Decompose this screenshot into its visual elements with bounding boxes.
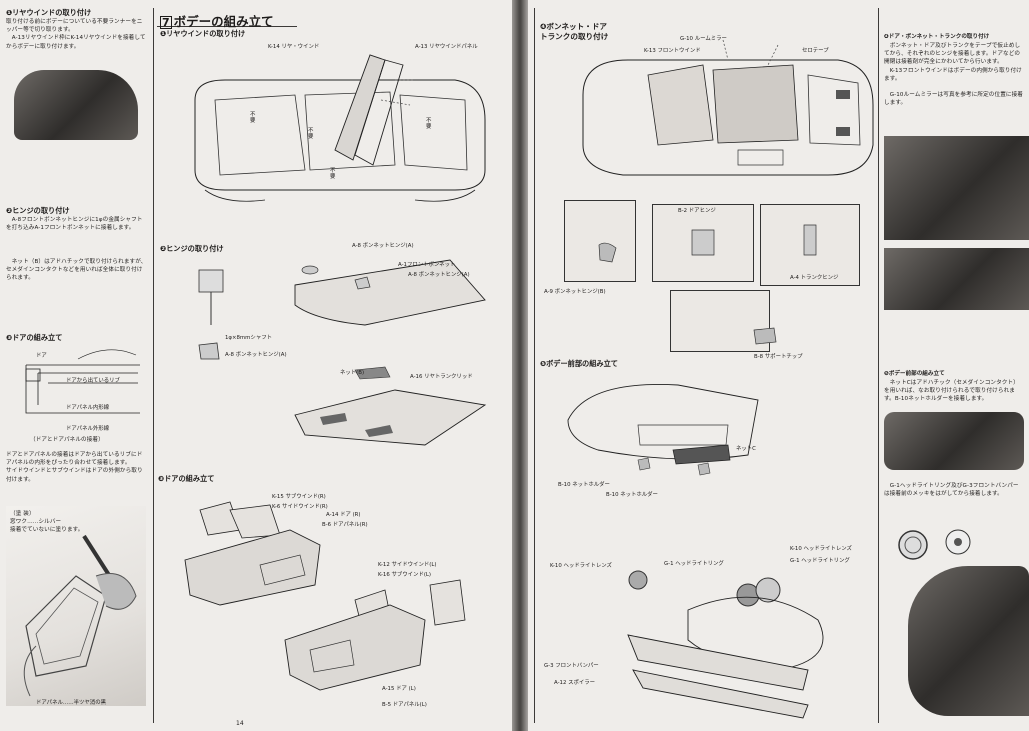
label-b10-1: B-10 ネットホルダー [558, 482, 610, 488]
label-unneeded-2: 不 要 [308, 128, 314, 140]
sidebar-step2-note: ネット（B）はアドハチックで取り付けられますが、セメダインコンタクトなどを用いれ… [6, 259, 147, 282]
chapter-underline [157, 26, 297, 27]
painting-illustration [23, 534, 137, 697]
label-a8-hinge-a-1: A-8 ボンネットヒンジ(A) [352, 243, 414, 249]
sidebar-step1-text: 取り付ける前にボデーについている不要ランナーをニッパー等で切り取ります。 A-1… [6, 19, 146, 50]
right-page: ❹ボンネット・ドア トランクの取り付け G-10 ルームミラー K-13 フロン… [528, 0, 1029, 731]
label-net-b: ネット(B) [340, 370, 365, 376]
door-diagram [184, 501, 466, 691]
label-k12: K-12 サイドウインド(L) [378, 562, 437, 568]
sidebar-step5-text: ネットCはアドハチック（セメダインコンタクト）を用いれば、なお取り付けられるで取… [884, 380, 1019, 403]
step5-heading: ❺ボデー前部の組み立て [540, 359, 618, 368]
label-k10-1: K-10 ヘッドライトレンズ [550, 563, 612, 569]
sidebar-step1-heading: ❶リヤウインドの取り付け [6, 8, 92, 17]
label-unneeded-1: 不 要 [250, 112, 256, 124]
label-inner-outline: ドアパネル内形線 [66, 405, 110, 411]
chapter-number: 7 [160, 16, 172, 29]
label-g10: G-10 ルームミラー [680, 36, 727, 42]
label-k15: K-15 サブウインド(R) [272, 494, 326, 500]
step3-heading: ❸ドアの組み立て [158, 474, 215, 483]
sidebar-step2-text: A-8フロントボンネットヒンジに1φの金属シャフトを打ち込みA-1フロントボンネ… [6, 217, 143, 232]
label-b6: B-6 ドアパネル(R) [322, 522, 368, 528]
label-a8-hinge-a-3: A-8 ボンネットヒンジ(A) [225, 352, 287, 358]
column-divider [153, 8, 154, 723]
label-unneeded-3: 不 要 [426, 118, 432, 130]
book-gutter [512, 0, 528, 731]
door-rib-diagram [25, 349, 140, 414]
label-door: ドア [36, 353, 47, 359]
door-diagram-caption: （ドアとドアパネルの接着） [30, 437, 104, 443]
label-a16-trunk-lid: A-16 リヤトランクリッド [410, 374, 473, 380]
label-a13: A-13 リヤウインドパネル [415, 44, 478, 50]
label-a1-bonnet: A-1フロントボンネット [398, 262, 456, 268]
detail-box-bonnet-hinge [564, 200, 636, 282]
photo-interior [884, 248, 1029, 310]
sidebar-step4-text: ボンネット・ドア及びトランクをテープで仮止めしてから、それぞれのヒンジを接着しま… [884, 43, 1023, 107]
step1-heading: ❶リヤウインドの取り付け [160, 29, 246, 38]
left-page: ❶リヤウインドの取り付け 取り付ける前にボデーについている不要ランナーをニッパー… [0, 0, 512, 731]
front-body-diagram [567, 384, 824, 719]
label-k6: K-6 サイドウインド(R) [272, 504, 328, 510]
sidebar-step5-note: G-1ヘッドライトリング及びG-3フロントバンパーは接着前のメッキをはがしてから… [884, 483, 1019, 498]
label-outer-outline: ドアパネル外形線 [66, 426, 110, 432]
label-a9: A-9 ボンネットヒンジ(B) [544, 289, 606, 295]
page-number: 14 [236, 720, 244, 727]
label-shaft: 1φ×8mmシャフト [225, 335, 272, 341]
sidebar-step2-heading: ❷ヒンジの取り付け [6, 206, 70, 215]
sidebar-step3-text: ドアとドアパネルの接着はドアから出ているリブにドアパネルの内形をぴったり合わせて… [6, 452, 143, 483]
label-cellotape: セロテープ [802, 48, 829, 54]
label-a14: A-14 ドア (R) [326, 512, 361, 518]
label-g1-2: G-1 ヘッドライトリング [790, 558, 850, 564]
label-k13: K-13 フロントウインド [644, 48, 701, 54]
bonnet-door-diagram [582, 39, 874, 176]
photo-room-mirror [884, 136, 1029, 240]
label-k10-2: K-10 ヘッドライトレンズ [790, 546, 852, 552]
paint-note: （塗 装） 窓ワク……シルバー 接着でていないに塗ります。 [10, 511, 84, 534]
sidebar-step4-heading: ❹ドア・ボンネット・トランクの取り付け [884, 34, 990, 40]
step4-heading: ❹ボンネット・ドア トランクの取り付け [540, 22, 609, 41]
label-unneeded-4: 不 要 [330, 168, 336, 180]
label-a12: A-12 スポイラー [554, 680, 596, 686]
sidebar-step3-heading: ❸ドアの組み立て [6, 333, 63, 342]
photo-front-grille [884, 412, 1024, 470]
paint-note-bottom: ドアパネル……半ツヤ消の黒 [36, 700, 106, 706]
label-door-rib: ドアから出ているリブ [66, 378, 120, 384]
column-divider [878, 8, 879, 723]
label-b5: B-5 ドアパネル(L) [382, 702, 427, 708]
label-a15: A-15 ドア (L) [382, 686, 416, 692]
label-k16: K-16 サブウインド(L) [378, 572, 432, 578]
headlight-parts-illustration [898, 529, 971, 560]
left-border [534, 8, 535, 723]
label-b10-2: B-10 ネットホルダー [606, 492, 658, 498]
label-g1-1: G-1 ヘッドライトリング [664, 561, 724, 567]
photo-completed-car [908, 566, 1029, 716]
hinge-detail-parts [598, 224, 817, 345]
label-a4: A-4 トランクヒンジ [790, 275, 839, 281]
detail-box-support-tip [670, 290, 770, 352]
label-k14: K-14 リヤ・ウインド [268, 44, 320, 50]
label-b2: B-2 ドアヒンジ [678, 208, 716, 214]
label-b8: B-8 サポートチップ [754, 354, 803, 360]
label-a8-hinge-a-2: A-8 ボンネットヒンジ(A) [408, 272, 470, 278]
label-net-c: ネットC [736, 446, 756, 452]
label-g3: G-3 フロントバンパー [544, 663, 599, 669]
step2-heading: ❷ヒンジの取り付け [160, 244, 224, 253]
photo-car-body [14, 70, 138, 140]
hinge-diagram [198, 259, 487, 446]
sidebar-step5-heading: ❺ボデー前部の組み立て [884, 371, 945, 377]
rear-window-diagram [194, 54, 486, 202]
chapter-title-text: ボデーの組み立て [173, 14, 274, 29]
